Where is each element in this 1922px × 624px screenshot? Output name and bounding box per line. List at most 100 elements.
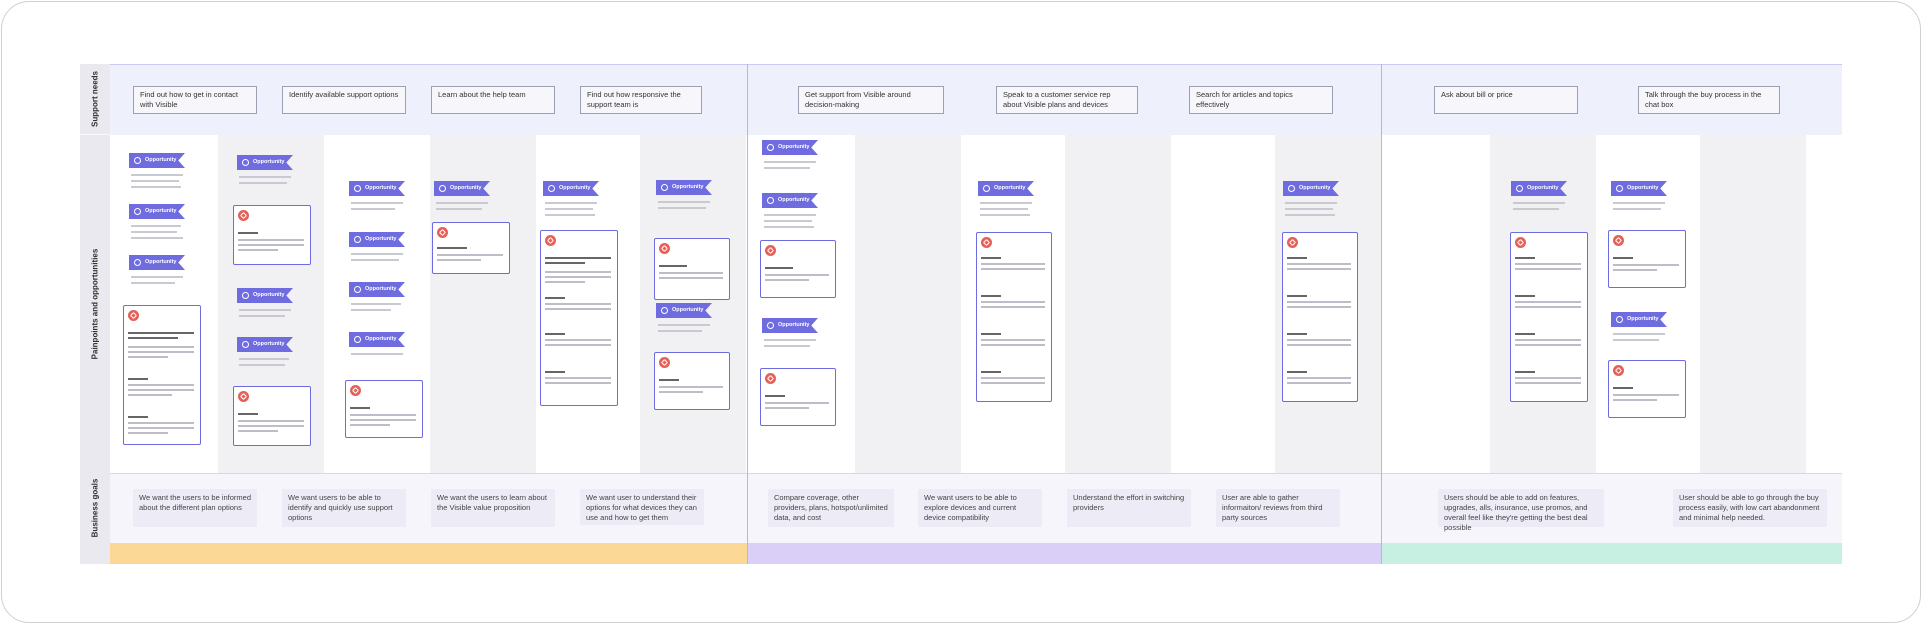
- opportunity-tag[interactable]: Opportunity: [129, 255, 185, 270]
- goal-card[interactable]: We want users to be able to identify and…: [282, 489, 406, 527]
- opportunity-tag[interactable]: Opportunity: [434, 181, 490, 196]
- row-label-pain-points: Painpoints and opportunities: [80, 135, 111, 473]
- painpoint-card[interactable]: [654, 238, 730, 300]
- card-line: [1613, 269, 1657, 271]
- opportunity-tag[interactable]: Opportunity: [349, 282, 405, 297]
- goal-card[interactable]: We want the users to be informed about t…: [133, 489, 257, 527]
- need-card[interactable]: Find out how responsive the support team…: [580, 86, 702, 114]
- card-line: [238, 420, 304, 422]
- need-card[interactable]: Find out how to get in contact with Visi…: [133, 86, 257, 114]
- painpoint-card[interactable]: [432, 222, 510, 274]
- painpoint-card[interactable]: [540, 230, 618, 406]
- opportunity-tag[interactable]: Opportunity: [129, 204, 185, 219]
- opportunity-tag[interactable]: Opportunity: [237, 155, 293, 170]
- need-card[interactable]: Talk through the buy process in the chat…: [1638, 86, 1780, 114]
- painpoint-card[interactable]: [760, 368, 836, 426]
- painpoint-card[interactable]: [654, 352, 730, 410]
- card-line: [1287, 339, 1351, 341]
- note-line: [351, 253, 403, 255]
- note-line: [1613, 208, 1661, 210]
- goal-card[interactable]: Understand the effort in switching provi…: [1067, 489, 1191, 527]
- opportunity-tag[interactable]: Opportunity: [762, 140, 818, 155]
- opportunity-tag[interactable]: Opportunity: [762, 193, 818, 208]
- lane: [1700, 135, 1806, 473]
- painpoint-card[interactable]: [1608, 360, 1686, 418]
- opportunity-tag[interactable]: Opportunity: [762, 318, 818, 333]
- card-line: [128, 351, 194, 353]
- card-line: [1515, 301, 1581, 303]
- warning-icon: [981, 237, 992, 248]
- row-label-text: Painpoints and opportunities: [90, 248, 100, 360]
- note-line: [1285, 202, 1337, 204]
- note-line: [545, 214, 595, 216]
- card-line: [1613, 394, 1679, 396]
- card-line: [437, 247, 467, 249]
- opportunity-tag[interactable]: Opportunity: [237, 337, 293, 352]
- opportunity-tag[interactable]: Opportunity: [1283, 181, 1339, 196]
- note-line: [436, 202, 488, 204]
- need-card[interactable]: Speak to a customer service rep about Vi…: [996, 86, 1138, 114]
- opportunity-tag[interactable]: Opportunity: [349, 181, 405, 196]
- note-line: [545, 202, 597, 204]
- need-card[interactable]: Search for articles and topics effective…: [1189, 86, 1333, 114]
- opportunity-tag[interactable]: Opportunity: [978, 181, 1034, 196]
- need-card[interactable]: Identify available support options: [282, 86, 406, 114]
- card-line: [437, 259, 481, 261]
- card-line: [1287, 257, 1307, 259]
- goal-card[interactable]: Compare coverage, other providers, plans…: [768, 489, 894, 527]
- card-line: [128, 394, 172, 396]
- painpoint-card[interactable]: [760, 240, 836, 298]
- goal-card[interactable]: We want user to understand their options…: [580, 489, 704, 525]
- need-card[interactable]: Learn about the help team: [431, 86, 555, 114]
- goal-card[interactable]: User should be able to go through the bu…: [1673, 489, 1827, 527]
- note-line: [980, 202, 1032, 204]
- card-line: [1515, 377, 1581, 379]
- card-line: [659, 391, 703, 393]
- goal-card[interactable]: We want the users to learn about the Vis…: [431, 489, 555, 527]
- painpoint-card[interactable]: [233, 386, 311, 446]
- opportunity-tag[interactable]: Opportunity: [349, 332, 405, 347]
- opportunity-tag[interactable]: Opportunity: [543, 181, 599, 196]
- card-line: [128, 427, 194, 429]
- painpoint-card[interactable]: [1282, 232, 1358, 402]
- painpoint-card[interactable]: [233, 205, 311, 265]
- opportunity-tag[interactable]: Opportunity: [1611, 312, 1667, 327]
- card-line: [1515, 268, 1581, 270]
- card-line: [238, 425, 304, 427]
- card-line: [238, 249, 278, 251]
- note-line: [764, 161, 816, 163]
- opportunity-tag[interactable]: Opportunity: [656, 303, 712, 318]
- painpoint-card[interactable]: [1608, 230, 1686, 288]
- card-line: [1515, 339, 1581, 341]
- painpoint-card[interactable]: [123, 305, 201, 445]
- opportunity-tag[interactable]: Opportunity: [656, 180, 712, 195]
- card-line: [238, 244, 304, 246]
- note-line: [764, 220, 812, 222]
- note-line: [980, 208, 1028, 210]
- card-line: [545, 257, 611, 259]
- opportunity-tag[interactable]: Opportunity: [1511, 181, 1567, 196]
- painpoint-card[interactable]: [1510, 232, 1588, 402]
- card-line: [1287, 344, 1351, 346]
- card-line: [128, 384, 194, 386]
- warning-icon: [1287, 237, 1298, 248]
- warning-icon: [238, 391, 249, 402]
- opportunity-tag[interactable]: Opportunity: [349, 232, 405, 247]
- opportunity-tag[interactable]: Opportunity: [1611, 181, 1667, 196]
- painpoint-card[interactable]: [976, 232, 1052, 402]
- card-line: [981, 257, 1001, 259]
- card-line: [1287, 295, 1307, 297]
- opportunity-tag[interactable]: Opportunity: [129, 153, 185, 168]
- painpoint-card[interactable]: [345, 380, 423, 438]
- opportunity-tag[interactable]: Opportunity: [237, 288, 293, 303]
- goal-card[interactable]: We want users to be able to explore devi…: [918, 489, 1042, 527]
- note-line: [1613, 339, 1659, 341]
- note-line: [131, 276, 183, 278]
- need-card[interactable]: Ask about bill or price: [1434, 86, 1578, 114]
- goal-card[interactable]: User are able to gather informaiton/ rev…: [1216, 489, 1340, 527]
- card-line: [545, 344, 611, 346]
- goal-card[interactable]: Users should be able to add on features,…: [1438, 489, 1604, 532]
- card-line: [128, 416, 148, 418]
- card-line: [350, 407, 370, 409]
- need-card[interactable]: Get support from Visible around decision…: [798, 86, 944, 114]
